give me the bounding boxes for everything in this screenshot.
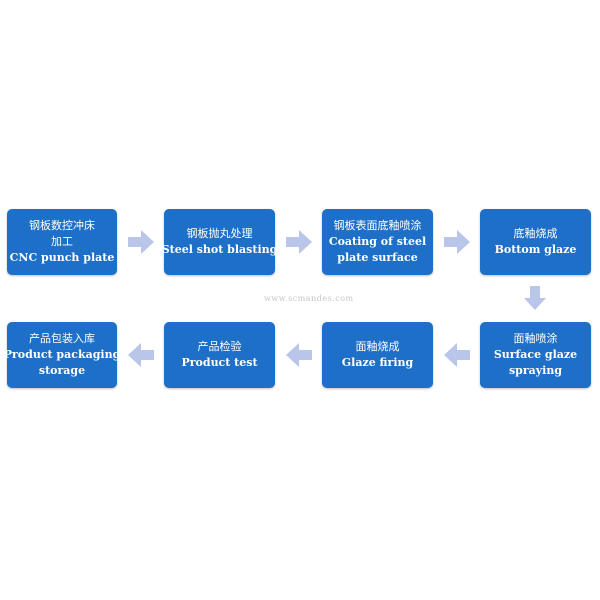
step-product-packaging-storage: 产品包装入库 Product packaging storage [4, 322, 120, 388]
step-label-zh: 钢板抛丸处理 [186, 227, 253, 240]
step-surface-glaze-spraying: 面釉喷涂 Surface glaze spraying [480, 322, 591, 388]
arrow-right-icon [286, 230, 312, 254]
arrow-down-icon [524, 286, 546, 310]
arrow-left-icon [444, 343, 470, 367]
step-glaze-firing: 面釉烧成 Glaze firing [322, 322, 433, 388]
step-label-en: Coating of steel [328, 235, 427, 248]
step-label-en: CNC punch plate [9, 251, 115, 264]
step-label-en: Product packaging [3, 348, 121, 361]
step-label-zh: 底釉烧成 [513, 227, 558, 240]
step-label-en: Steel shot blasting [161, 243, 278, 256]
step-product-test: 产品检验 Product test [164, 322, 275, 388]
step-label-zh: 面釉喷涂 [513, 332, 558, 345]
step-label-en: Surface glaze [493, 348, 578, 361]
step-label-en-2: storage [38, 364, 86, 377]
step-label-zh: 钢板数控冲床 [29, 219, 95, 232]
step-label-en: Bottom glaze [494, 243, 577, 256]
step-label-zh-2: 加工 [51, 235, 73, 248]
step-cnc-punch-plate: 钢板数控冲床 加工 CNC punch plate [7, 209, 117, 275]
arrow-right-icon [128, 230, 154, 254]
step-label-en: Glaze firing [341, 356, 414, 369]
step-label-zh: 钢板表面底釉喷涂 [333, 219, 422, 232]
step-bottom-glaze: 底釉烧成 Bottom glaze [480, 209, 591, 275]
watermark-text: www.scmandes.com [264, 294, 354, 303]
step-label-zh: 产品检验 [197, 340, 242, 353]
step-label-zh: 面釉烧成 [355, 340, 400, 353]
arrow-left-icon [128, 343, 154, 367]
step-label-en: Product test [181, 356, 258, 369]
step-label-zh: 产品包装入库 [29, 332, 95, 345]
step-label-en-2: spraying [508, 364, 563, 377]
step-steel-shot-blasting: 钢板抛丸处理 Steel shot blasting [161, 209, 278, 275]
step-coating-steel-plate-surface: 钢板表面底釉喷涂 Coating of steel plate surface [322, 209, 433, 275]
step-label-en-2: plate surface [337, 251, 418, 264]
arrow-right-icon [444, 230, 470, 254]
arrow-left-icon [286, 343, 312, 367]
